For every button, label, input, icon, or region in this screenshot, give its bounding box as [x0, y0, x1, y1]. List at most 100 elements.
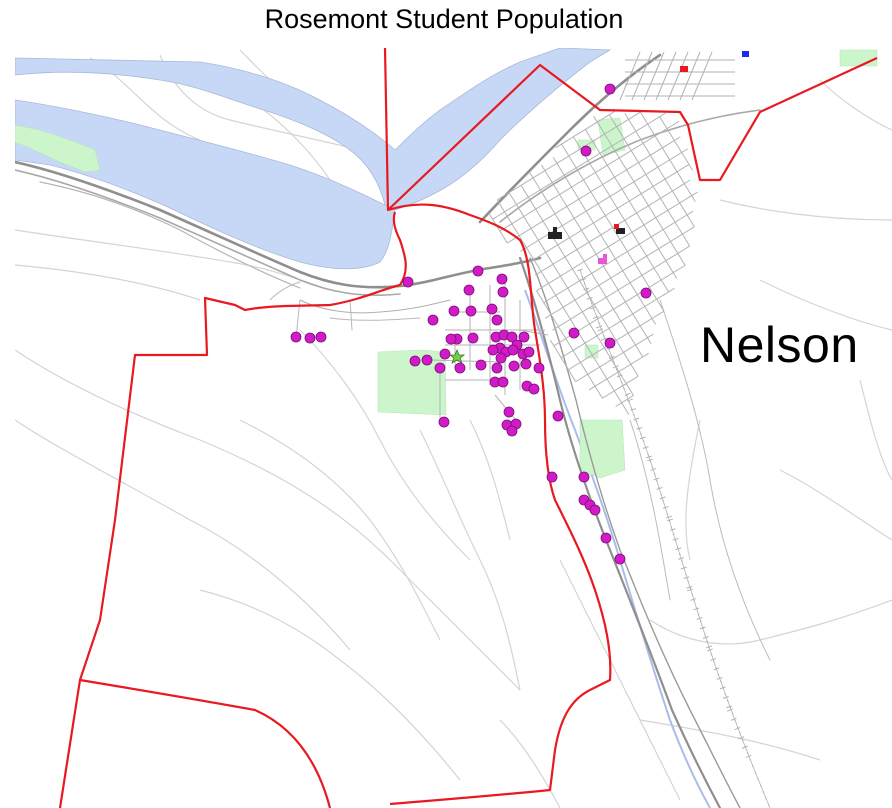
town-label-nelson: Nelson: [700, 317, 859, 373]
student-marker[interactable]: [315, 331, 327, 343]
map-title: Rosemont Student Population: [264, 4, 624, 34]
rail-tick: [633, 417, 640, 421]
student-marker[interactable]: [496, 273, 508, 285]
student-marker[interactable]: [546, 471, 558, 483]
student-marker[interactable]: [497, 376, 509, 388]
student-marker[interactable]: [640, 287, 652, 299]
student-marker[interactable]: [427, 314, 439, 326]
rail-tick: [626, 398, 634, 402]
rail-tick: [646, 458, 654, 462]
student-marker[interactable]: [463, 284, 475, 296]
student-marker[interactable]: [520, 358, 532, 370]
student-marker[interactable]: [454, 362, 466, 374]
student-marker[interactable]: [506, 331, 518, 343]
student-marker[interactable]: [467, 332, 479, 344]
student-marker[interactable]: [434, 362, 446, 374]
street: [619, 51, 641, 101]
student-marker[interactable]: [448, 305, 460, 317]
student-marker[interactable]: [491, 362, 503, 374]
street: [602, 375, 639, 399]
street: [527, 163, 690, 264]
student-marker[interactable]: [438, 416, 450, 428]
rail-tick: [675, 547, 682, 551]
rail-tick: [666, 518, 674, 522]
student-marker[interactable]: [578, 471, 590, 483]
student-marker[interactable]: [491, 314, 503, 326]
rail-tick: [612, 365, 619, 369]
hospital-icon: [680, 66, 688, 72]
student-marker[interactable]: [439, 348, 451, 360]
street: [520, 148, 688, 252]
student-marker[interactable]: [600, 532, 612, 544]
student-marker[interactable]: [614, 553, 626, 565]
student-marker[interactable]: [568, 327, 580, 339]
student-marker[interactable]: [304, 332, 316, 344]
rail-tick: [669, 528, 676, 531]
street: [608, 114, 691, 247]
rail-tick: [696, 617, 703, 620]
rail-tick: [576, 268, 584, 272]
street: [536, 191, 698, 292]
student-marker[interactable]: [472, 265, 484, 277]
map-canvas[interactable]: [15, 48, 892, 808]
student-marker[interactable]: [495, 352, 507, 364]
school-star-icon[interactable]: [448, 348, 466, 364]
student-marker[interactable]: [507, 344, 519, 356]
catchment-boundary: [58, 48, 878, 808]
rail-tick: [653, 477, 660, 481]
rail-tick: [725, 705, 732, 709]
street: [543, 210, 694, 304]
student-marker[interactable]: [475, 359, 487, 371]
street: [506, 136, 681, 244]
student-marker[interactable]: [533, 362, 545, 374]
street: [615, 395, 634, 407]
street: [667, 51, 689, 101]
student-marker[interactable]: [445, 333, 457, 345]
student-marker[interactable]: [508, 360, 520, 372]
student-marker[interactable]: [552, 410, 564, 422]
rail-tick: [690, 598, 697, 601]
student-marker[interactable]: [523, 346, 535, 358]
rail-tick: [741, 745, 748, 749]
student-marker[interactable]: [497, 286, 509, 298]
rail-tick: [719, 686, 726, 690]
rail-tick: [702, 636, 709, 639]
student-marker[interactable]: [518, 331, 530, 343]
street: [639, 111, 696, 202]
church-icon-1: [548, 227, 562, 239]
student-marker[interactable]: [486, 303, 498, 315]
rail-tick: [665, 515, 672, 519]
student-marker[interactable]: [580, 145, 592, 157]
street: [624, 113, 695, 228]
street: [499, 120, 680, 232]
rail-tick: [745, 754, 752, 759]
student-marker[interactable]: [409, 355, 421, 367]
rail-tick: [738, 736, 745, 740]
rail-tick: [600, 337, 607, 341]
rail-tick: [636, 427, 643, 430]
street: [561, 143, 665, 312]
student-marker[interactable]: [604, 337, 616, 349]
rail-tick: [589, 306, 596, 310]
rail-tick: [624, 392, 631, 396]
parks: [15, 49, 878, 479]
rail-tick: [656, 487, 663, 490]
student-marker[interactable]: [465, 305, 477, 317]
street: [549, 339, 577, 382]
student-marker[interactable]: [421, 354, 433, 366]
street: [488, 212, 603, 399]
student-marker[interactable]: [290, 331, 302, 343]
rail-tick: [586, 297, 593, 300]
street: [655, 51, 677, 101]
student-marker[interactable]: [506, 425, 518, 437]
student-marker[interactable]: [589, 504, 601, 516]
student-marker[interactable]: [528, 383, 540, 395]
student-marker[interactable]: [402, 276, 414, 288]
street: [588, 352, 649, 391]
student-marker[interactable]: [487, 344, 499, 356]
student-marker[interactable]: [604, 83, 616, 95]
street: [429, 359, 501, 363]
rail-tick: [730, 717, 737, 721]
street: [552, 245, 690, 331]
student-marker[interactable]: [503, 406, 515, 418]
